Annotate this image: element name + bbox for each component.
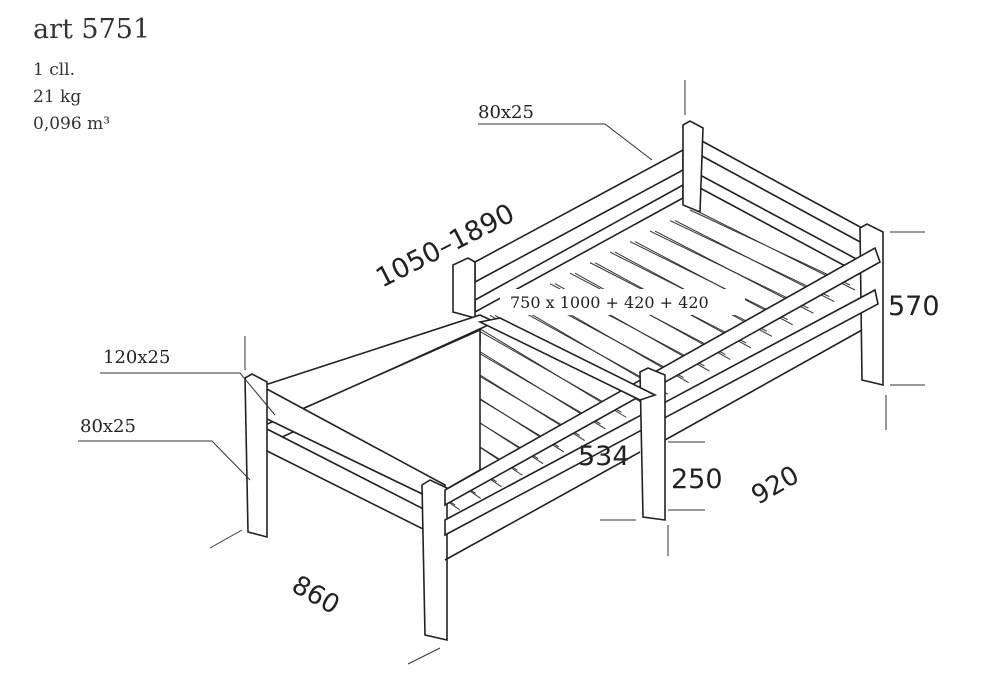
- width-left-dimension: 860: [287, 570, 345, 621]
- width-right-dimension: 920: [747, 460, 805, 511]
- center-beam: [477, 317, 658, 401]
- top-rail-label: 80x25: [478, 102, 534, 123]
- clearance-dimension: 250: [671, 464, 723, 495]
- dimension-ticks: [209, 80, 925, 665]
- length-dimension: 1050–1890: [371, 198, 520, 294]
- head-rail-label: 120x25: [103, 347, 170, 368]
- headboard: [244, 314, 497, 642]
- package-count: 1 cll.: [33, 60, 76, 80]
- volume: 0,096 m³: [33, 114, 111, 134]
- inner-height-dimension: 534: [578, 441, 630, 472]
- mattress-size-label: 750 x 1000 + 420 + 420: [510, 293, 709, 312]
- height-dimension: 570: [888, 291, 940, 322]
- weight: 21 kg: [33, 87, 82, 107]
- mattress-label-bg: [500, 289, 745, 315]
- leader-lines: [78, 123, 653, 481]
- front-right-post: [639, 367, 666, 521]
- product-title: art 5751: [33, 14, 151, 45]
- lower-rail-label: 80x25: [80, 416, 136, 437]
